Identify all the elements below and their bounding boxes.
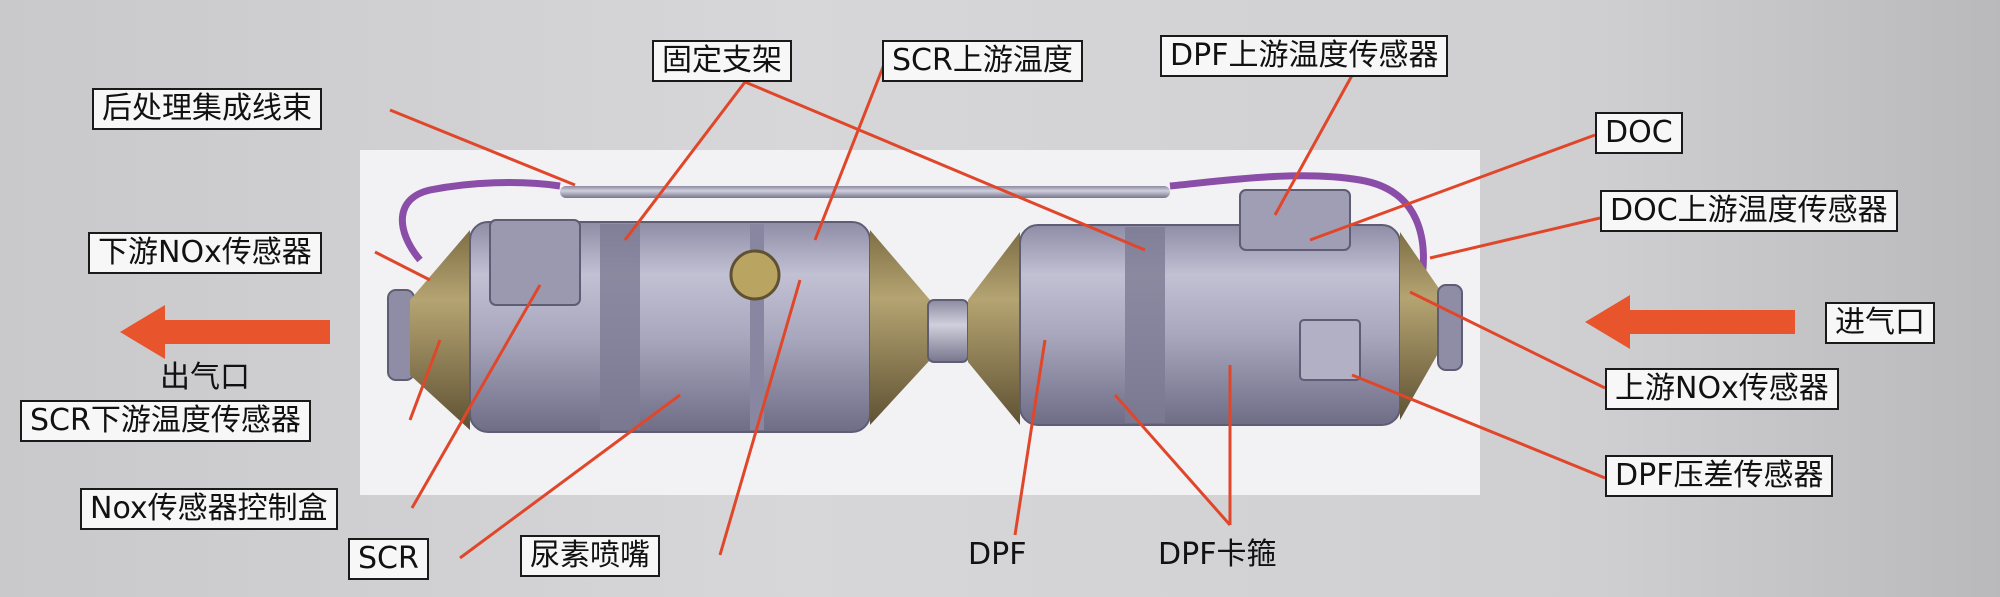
label-urea-nozzle: 尿素喷嘴 [520, 535, 660, 577]
leader-nox-box [410, 284, 542, 509]
leader-doc [1309, 133, 1596, 242]
leader-down-nox [374, 250, 431, 282]
leader-doc-up-temp [1429, 216, 1601, 260]
connecting-pipe [927, 299, 969, 363]
leader-lines [374, 61, 1606, 560]
leader-dpf-clamp-left [1113, 394, 1232, 526]
doc-housing [1239, 189, 1351, 251]
label-scr-up-temp: SCR上游温度 [882, 40, 1083, 82]
leader-bracket-dpf [744, 80, 1146, 252]
label-dpf-up-temp-sensor: DPF上游温度传感器 [1160, 35, 1449, 77]
leader-dpf-up-temp [1273, 69, 1357, 216]
leader-scr-down-temp [408, 339, 442, 421]
label-down-nox-sensor: 下游NOx传感器 [88, 232, 322, 274]
inlet-arrow-icon [1585, 295, 1795, 349]
label-dpf-pressure-sensor: DPF压差传感器 [1605, 455, 1834, 497]
leader-bracket-scr [623, 81, 747, 241]
doc-right-cone [1400, 232, 1440, 420]
leader-scr-up-temp [813, 61, 887, 241]
label-inlet: 进气口 [1825, 302, 1935, 344]
urea-nozzle-shape [729, 249, 781, 301]
inlet-flange [1437, 284, 1463, 371]
label-scr-down-temp-sensor: SCR下游温度传感器 [20, 400, 311, 442]
label-bracket: 固定支架 [652, 40, 792, 82]
label-doc-up-temp-sensor: DOC上游温度传感器 [1600, 190, 1898, 232]
label-outlet: 出气口 [160, 360, 250, 395]
dpf-left-cone [968, 232, 1020, 425]
label-dpf: DPF [968, 537, 1027, 572]
label-doc: DOC [1595, 112, 1683, 154]
label-up-nox-sensor: 上游NOx传感器 [1605, 368, 1839, 410]
leader-scr [459, 393, 681, 560]
aftertreatment-harness [398, 172, 1427, 291]
label-dpf-clamp: DPF卡箍 [1158, 537, 1277, 572]
leader-dpf-pressure [1351, 373, 1606, 480]
top-rail-pipe [560, 186, 1170, 198]
leader-harness [389, 108, 576, 187]
label-harness: 后处理集成线束 [92, 88, 322, 130]
outlet-arrow-icon [120, 305, 330, 359]
nox-control-box-shape [489, 219, 581, 306]
scr-right-cone [870, 230, 930, 425]
dpf-pressure-sensor-shape [1299, 319, 1361, 381]
scr-left-band [600, 224, 640, 430]
label-nox-control-box: Nox传感器控制盒 [80, 488, 338, 530]
leader-urea-nozzle [718, 279, 802, 556]
leader-dpf [1013, 339, 1047, 536]
leader-up-nox [1409, 290, 1606, 390]
dpf-clamp-band [1125, 227, 1165, 423]
label-scr: SCR [348, 538, 429, 580]
